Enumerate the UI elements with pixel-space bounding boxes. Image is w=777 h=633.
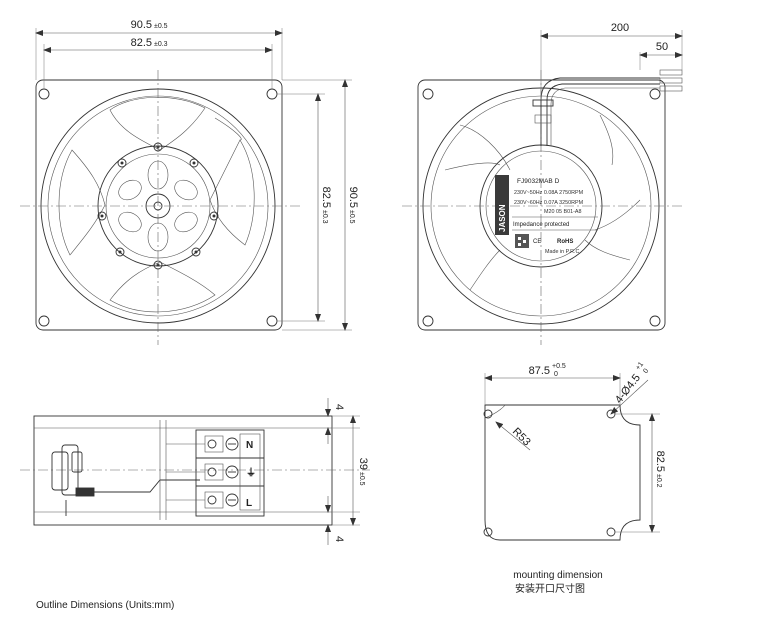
label-spec-1: 230V~50Hz 0.08A 2750RPM <box>514 190 584 196</box>
label-ce: CE <box>533 239 541 245</box>
mounting-cutout <box>484 404 641 541</box>
front-blades <box>58 97 255 313</box>
side-view: N ⏚ L 4 39 ±0.5 4 <box>20 398 370 545</box>
label-code: M20 05 B01-A8 <box>544 209 581 215</box>
mounting-view: 87.5 +0.5 0 4-Ø4.5 +1 0 R53 82.5 ±0.2 mo… <box>483 361 666 595</box>
side-cable-gland <box>51 444 95 516</box>
rear-cable-length: 200 <box>611 22 629 34</box>
label-brand-strip <box>495 175 509 235</box>
rear-view: 200 50 JASON FJ9032MAB D 230V~50Hz 0.08A… <box>402 22 683 345</box>
mount-width: 87.5 <box>529 365 550 377</box>
terminal-l-label: L <box>246 498 252 509</box>
mount-radius: R53 <box>510 426 533 449</box>
rear-cable <box>532 69 683 146</box>
label-impedance: Impedance protected <box>513 222 569 228</box>
mount-pitch: 82.5 <box>654 451 666 472</box>
front-hole-pitch-width: 82.5 <box>131 37 152 49</box>
front-overall-height-tol: ±0.5 <box>348 210 355 224</box>
mount-hole-tl <box>483 409 493 419</box>
mount-width-tol-low: 0 <box>554 371 558 378</box>
front-overall-width: 90.5 <box>131 19 152 31</box>
side-flange-bottom: 4 <box>333 536 345 542</box>
mounting-caption-en: mounting dimension <box>513 570 603 581</box>
front-hole-pitch-width-tol: ±0.3 <box>154 41 168 48</box>
terminal-n-label: N <box>246 440 253 451</box>
mount-width-tol: +0.5 <box>552 363 566 370</box>
mount-pitch-tol: ±0.2 <box>655 474 662 488</box>
rear-frame <box>417 79 666 331</box>
front-view: 90.5 ±0.5 82.5 ±0.3 82.5 ±0.3 90.5 ±0.5 <box>20 19 359 345</box>
front-hole-pitch-height: 82.5 <box>320 187 332 208</box>
rear-mount-holes <box>422 88 661 327</box>
mount-hole-br <box>606 527 616 537</box>
front-hole-pitch-height-tol: ±0.3 <box>321 210 328 224</box>
side-body-height: 39 <box>357 458 369 470</box>
rear-struts <box>444 114 641 291</box>
front-overall-width-tol: ±0.5 <box>154 23 168 30</box>
side-body-height-tol: ±0.5 <box>358 472 365 486</box>
mount-hole-tol: +1 <box>635 361 645 372</box>
label-origin: Made in P.R.C <box>545 249 579 255</box>
front-overall-height: 90.5 <box>347 187 359 208</box>
mount-hole-tol-low: 0 <box>642 367 650 374</box>
mounting-caption-cn: 安装开口尺寸图 <box>515 582 585 595</box>
terminal-earth-label: ⏚ <box>246 467 256 479</box>
mount-hole-bl <box>483 527 493 537</box>
footer-caption: Outline Dimensions (Units:mm) <box>36 600 174 611</box>
label-qr-code <box>515 234 529 248</box>
label-brand: JASON <box>498 204 507 232</box>
rear-product-label: JASON FJ9032MAB D 230V~50Hz 0.08A 2750RP… <box>495 175 598 255</box>
label-model: FJ9032MAB D <box>517 178 560 185</box>
label-spec-2: 230V~60Hz 0.07A 3250RPM <box>514 200 584 206</box>
side-flange-top: 4 <box>333 404 345 410</box>
label-cert: RoHS <box>557 239 573 245</box>
terminal-block <box>166 429 265 517</box>
side-body <box>33 415 333 526</box>
front-frame <box>35 79 283 331</box>
rear-strip-length: 50 <box>656 41 668 53</box>
